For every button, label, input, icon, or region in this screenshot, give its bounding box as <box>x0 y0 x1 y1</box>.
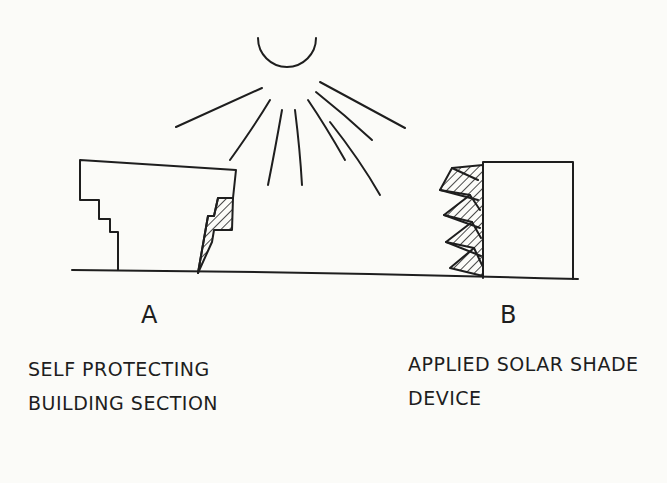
part-letter: A <box>141 300 181 330</box>
building-block <box>483 162 573 279</box>
caption-note: APPLIED SOLAR SHADE DEVICE <box>408 347 640 415</box>
caption-note: SELF PROTECTING BUILDING SECTION <box>28 352 283 420</box>
sun-rays <box>176 82 405 195</box>
ground-line <box>72 270 578 279</box>
sun <box>258 38 316 67</box>
solar-shade-device <box>440 165 483 276</box>
self-shading-hatch <box>198 198 233 273</box>
part-letter: B <box>500 300 540 330</box>
building-section <box>80 160 236 273</box>
